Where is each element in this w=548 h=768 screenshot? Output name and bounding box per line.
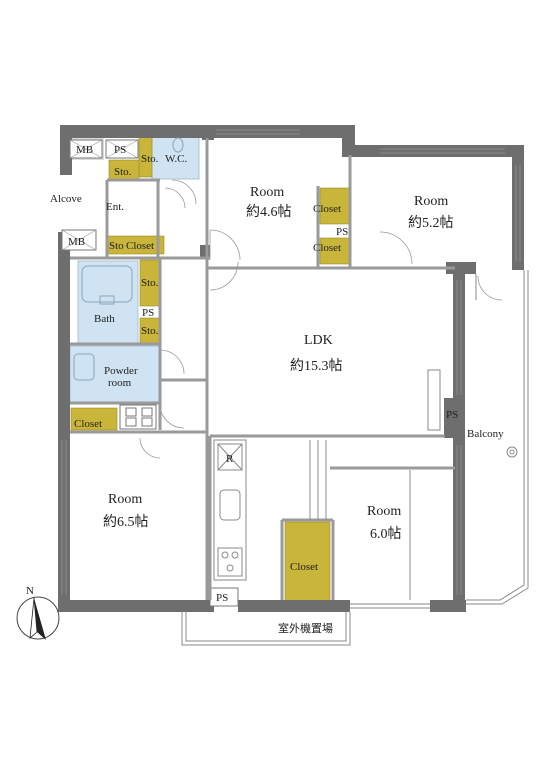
room52-label: Room bbox=[414, 194, 448, 209]
ent-label: Ent. bbox=[106, 201, 124, 213]
kitchen-counter bbox=[213, 439, 247, 581]
mb-top-label: MB bbox=[76, 144, 93, 156]
outdoor-unit-outline bbox=[181, 612, 351, 646]
wc-label: W.C. bbox=[165, 153, 187, 165]
ps-right-label: PS bbox=[446, 409, 458, 421]
fridge-label: R bbox=[226, 453, 234, 465]
windows bbox=[61, 129, 521, 609]
powder-room-area bbox=[69, 345, 161, 403]
closet-left-label: Closet bbox=[74, 418, 102, 430]
powder-label-2: room bbox=[108, 377, 132, 389]
sto-wc-label: Sto. bbox=[141, 153, 159, 165]
sliding-doors bbox=[309, 369, 441, 600]
room46-label: Room bbox=[250, 185, 284, 200]
door-swings bbox=[139, 179, 503, 459]
closet-mid2-label: Closet bbox=[313, 242, 341, 254]
closet-room60-label: Closet bbox=[290, 561, 318, 573]
outdoor-unit-label: 室外機置場 bbox=[278, 621, 333, 635]
powder-label-1: Powder bbox=[104, 365, 138, 377]
room60-label: Room bbox=[367, 504, 401, 519]
sto-ent-label: Sto. bbox=[114, 166, 132, 178]
drain-icon bbox=[506, 446, 518, 458]
closet-mid-top bbox=[319, 187, 351, 225]
closet-mid-label: Closet bbox=[313, 203, 341, 215]
ps-closet-label: PS bbox=[336, 226, 348, 238]
ps-mid-label: PS bbox=[142, 307, 154, 319]
sto-b-label: Sto. bbox=[141, 325, 159, 337]
wc-area bbox=[151, 136, 200, 180]
room46-size: 約4.6帖 bbox=[246, 204, 292, 220]
bath-label: Bath bbox=[94, 313, 115, 325]
ps-bottom-label: PS bbox=[216, 592, 228, 604]
alcove-label: Alcove bbox=[50, 193, 82, 205]
outer-walls bbox=[58, 125, 524, 612]
balcony-label: Balcony bbox=[467, 428, 504, 440]
ps-top-label: PS bbox=[114, 144, 126, 156]
sto-closet-b-label: Closet bbox=[126, 240, 154, 252]
balcony-outline bbox=[466, 270, 529, 605]
sto-a-label: Sto. bbox=[141, 277, 159, 289]
room52-size: 約5.2帖 bbox=[408, 215, 454, 231]
sto-closet-a-label: Sto bbox=[109, 240, 124, 252]
ldk-size: 約15.3帖 bbox=[290, 358, 343, 374]
room65-size: 約6.5帖 bbox=[103, 514, 149, 530]
ldk-label: LDK bbox=[304, 333, 333, 348]
room60-size: 6.0帖 bbox=[370, 526, 402, 542]
closet-room60 bbox=[284, 521, 331, 603]
north-label: N bbox=[26, 585, 34, 597]
room65-label: Room bbox=[108, 492, 142, 507]
interior-walls bbox=[70, 138, 455, 600]
closet-left bbox=[70, 407, 118, 431]
mb-mid-label: MB bbox=[68, 236, 85, 248]
north-arrow-icon bbox=[16, 596, 60, 640]
